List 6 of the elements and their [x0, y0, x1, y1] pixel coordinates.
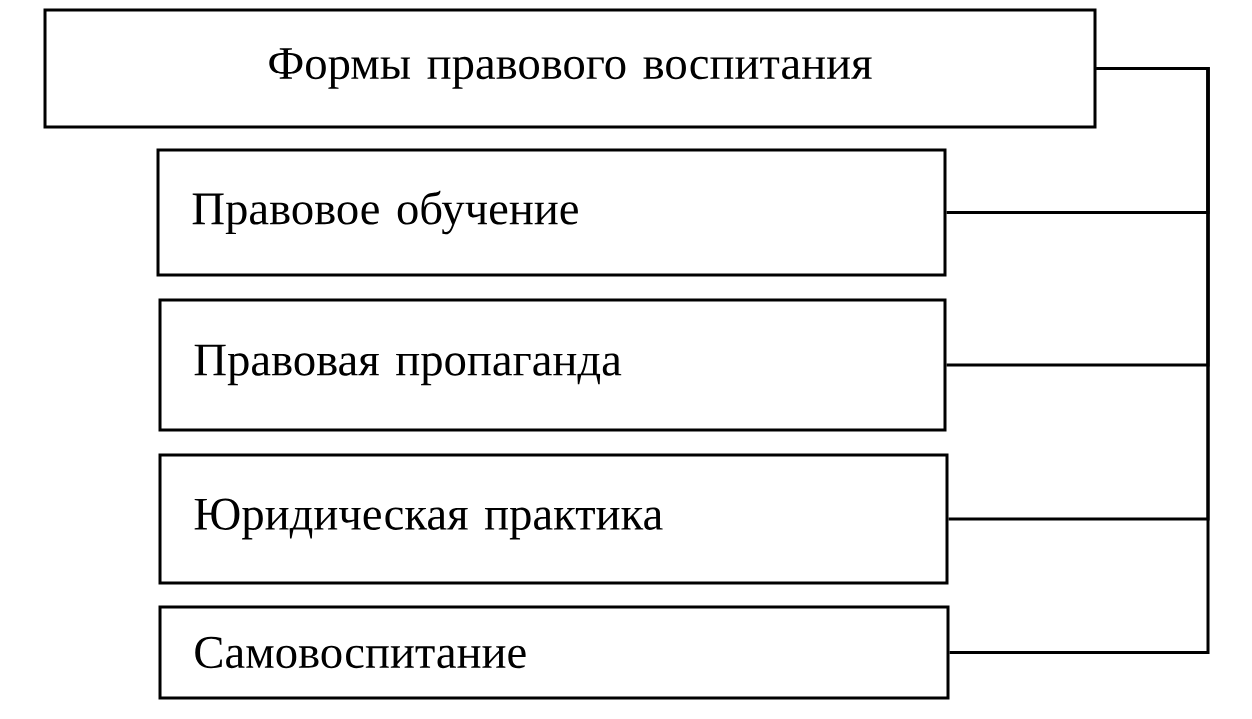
heading-box: Формы правового воспитания	[43, 8, 1097, 129]
category-box: Правовая пропаганда	[158, 298, 947, 432]
connector-line	[949, 67, 1210, 654]
category-box: Правовое обучение	[156, 148, 947, 277]
category-box: Юридическая практика	[158, 453, 949, 585]
category-box: Самовоспитание	[158, 605, 950, 700]
